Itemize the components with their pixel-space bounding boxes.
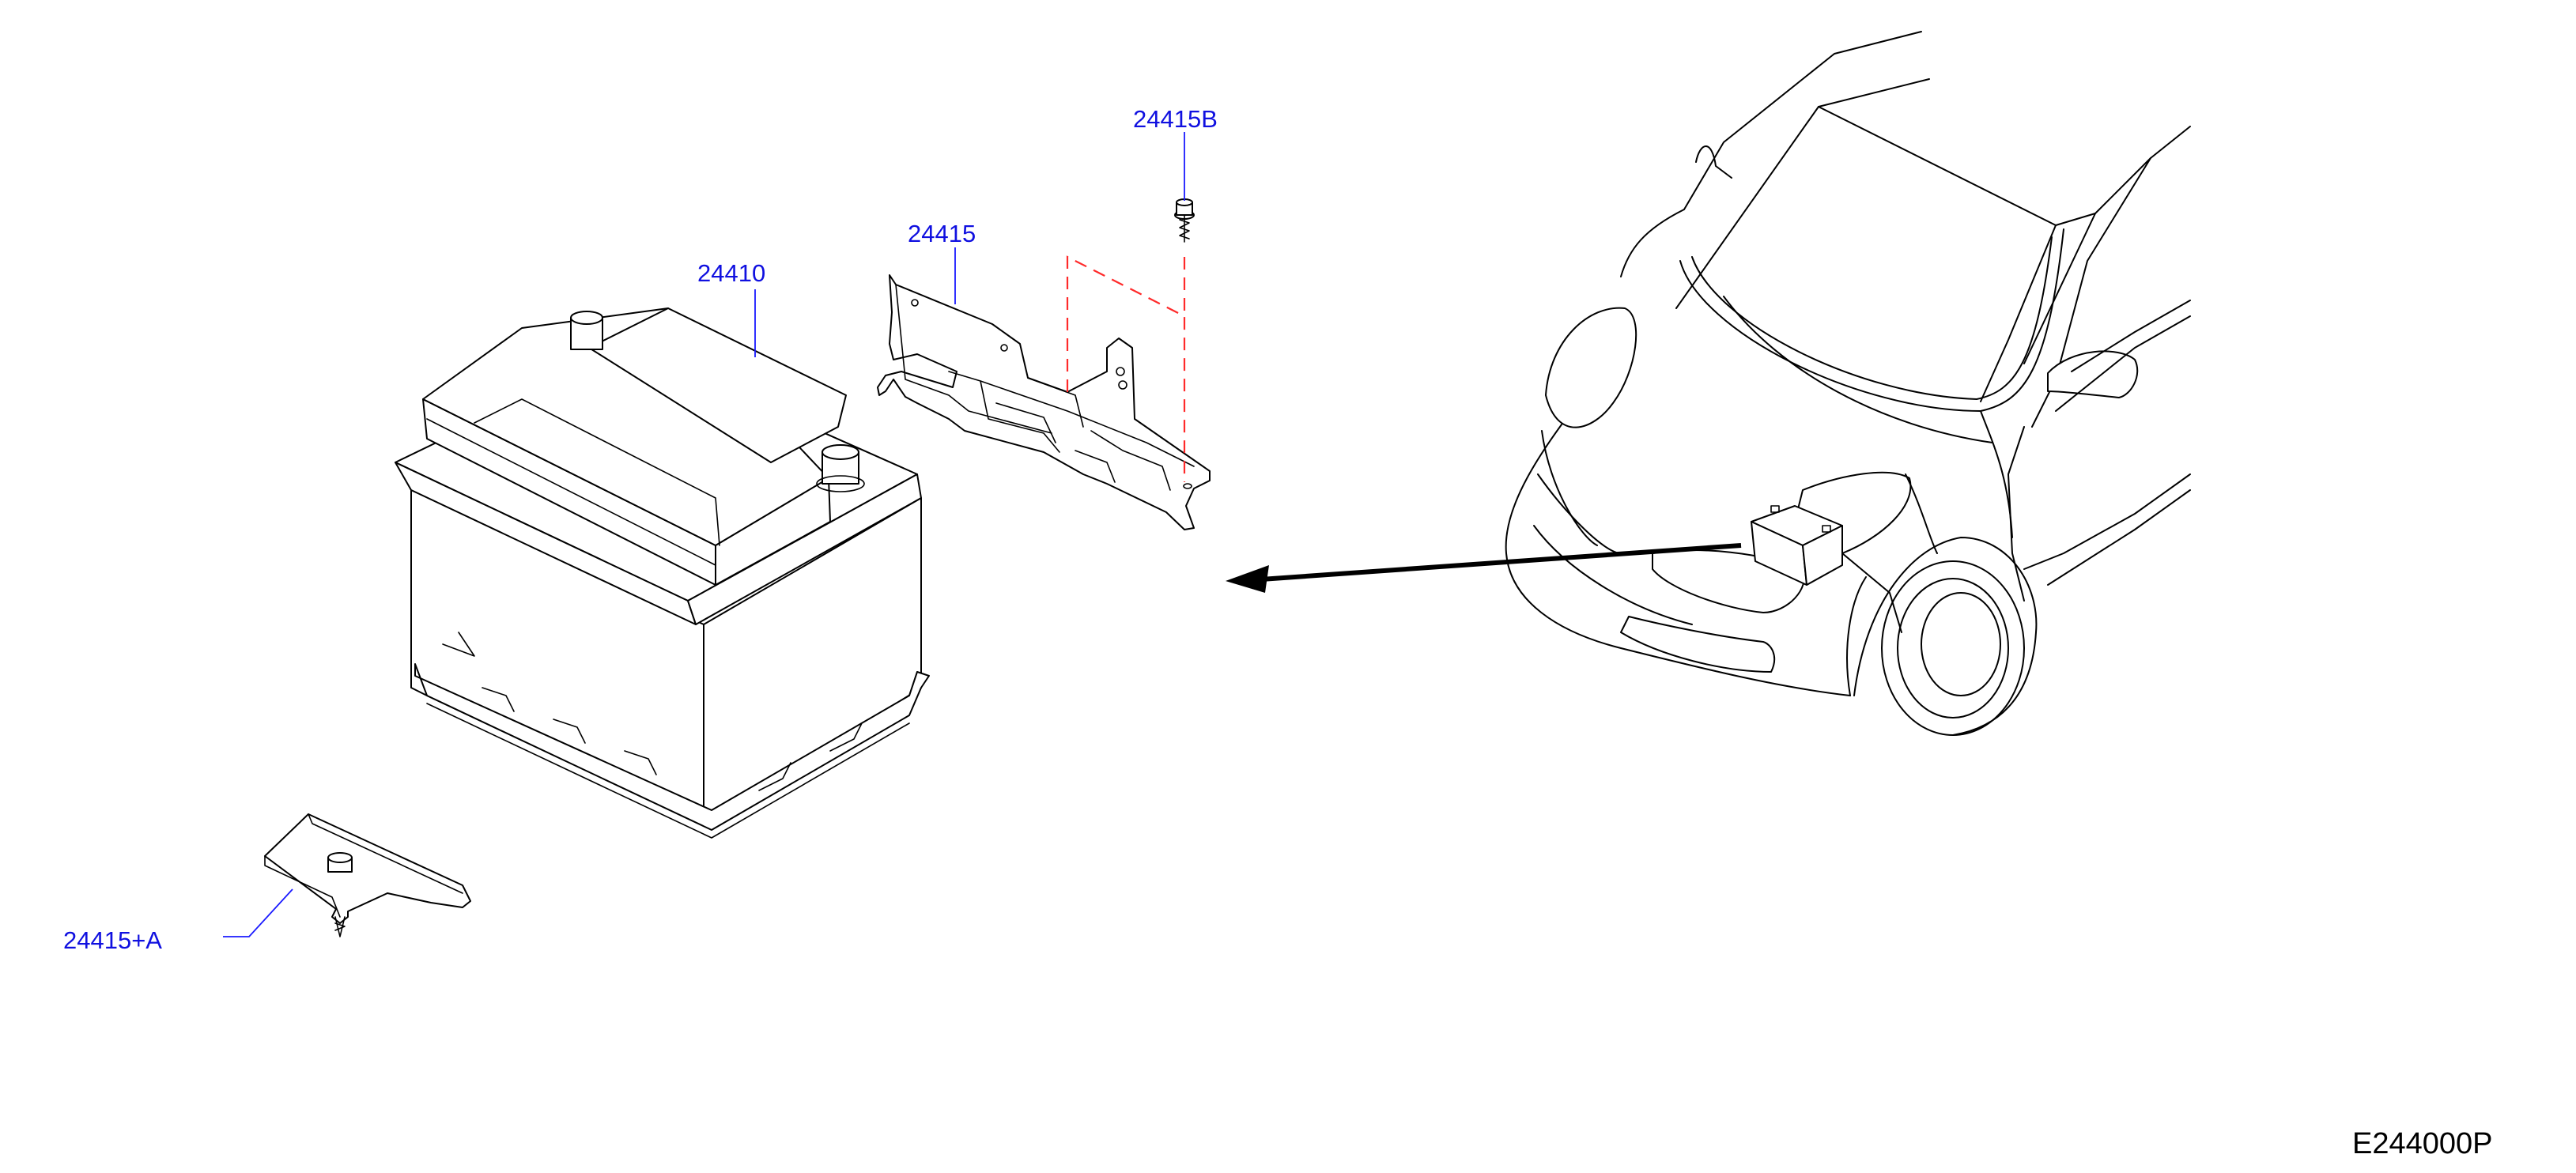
location-arrow	[1226, 543, 1742, 593]
terminal-right	[816, 444, 865, 492]
vehicle-battery-marker	[1751, 505, 1843, 586]
dashed-guide-frame	[1066, 255, 1186, 482]
callout-clamp: 24415+A	[63, 926, 162, 954]
leader-clamp	[223, 888, 293, 937]
hold-down-clamp	[264, 813, 471, 937]
bolt	[1174, 198, 1195, 243]
callout-frame: 24415	[908, 220, 976, 247]
callout-bolt: 24415B	[1133, 105, 1218, 133]
terminal-left	[570, 311, 603, 350]
battery-frame	[877, 274, 1211, 530]
battery	[395, 307, 930, 839]
vehicle-locator	[1505, 31, 2191, 736]
callout-battery: 24410	[697, 259, 766, 287]
figure-code: E244000P	[2352, 1127, 2493, 1160]
